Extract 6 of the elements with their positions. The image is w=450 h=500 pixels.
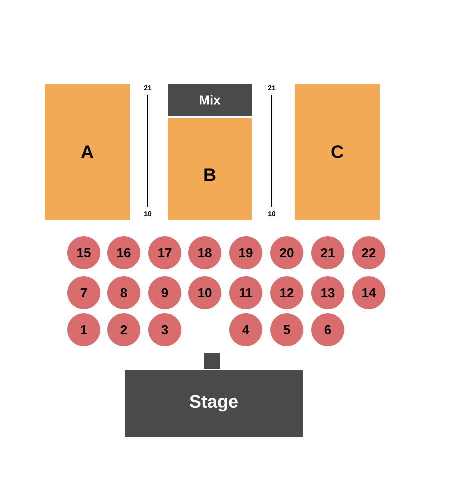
seating-section: B: [168, 118, 252, 220]
stage-block: Stage: [125, 370, 303, 437]
seating-section: A: [45, 84, 130, 220]
mix-booth: Mix: [168, 84, 252, 116]
seating-section: C: [295, 84, 380, 220]
stage-step: [204, 353, 220, 369]
